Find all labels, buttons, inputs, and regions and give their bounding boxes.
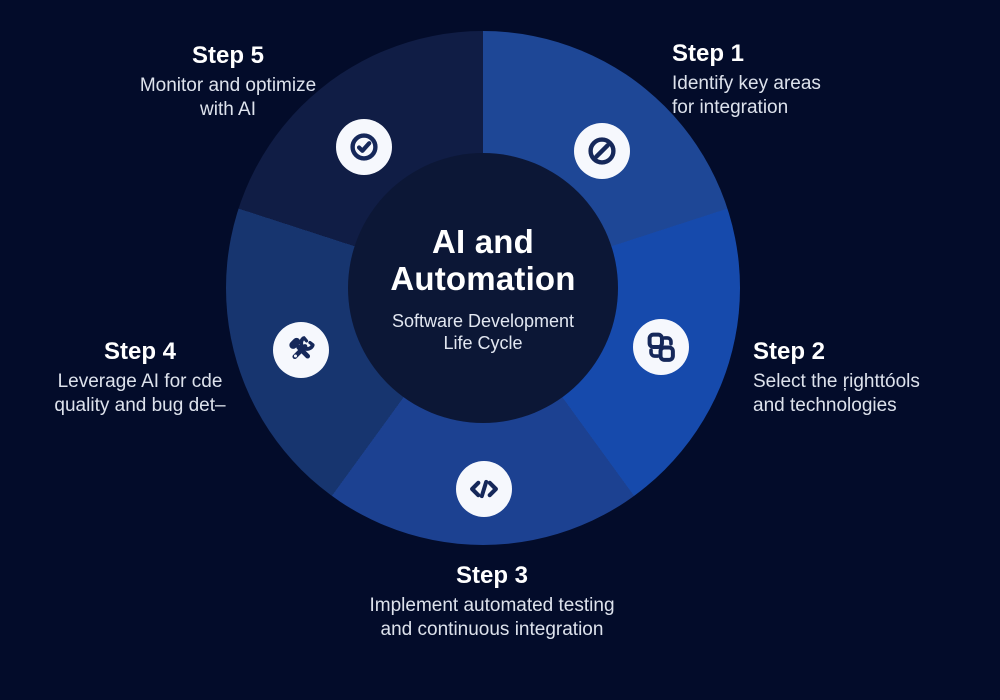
center-subtitle-line1: Software Development <box>391 310 575 331</box>
integration-blocks-icon <box>647 332 675 362</box>
step-2-heading: Step 2 <box>753 338 826 365</box>
step-3-heading: Step 3 <box>455 562 529 589</box>
step-3-description: Implement automated testing and continuo… <box>292 594 692 641</box>
step-5-desc-line2: with AI <box>200 98 256 120</box>
donut-center: AI and Automation Software Development L… <box>348 153 618 423</box>
step-4-description: Leverage AI for cde quality and bug det– <box>5 370 275 417</box>
step-1-icon-badge <box>574 123 630 179</box>
step-2-description: Select the ŗighttóols and technologies <box>753 370 920 417</box>
step-3-desc-line1: Implement automated testing <box>369 595 615 616</box>
step-1-desc-line1: Identify key areas <box>672 73 821 94</box>
center-title: AI and Automation <box>390 223 575 297</box>
step-2-text-block: Step 2 Select the ŗighttóols and technol… <box>753 338 920 417</box>
step-1-desc-line2: for integration <box>672 96 789 118</box>
center-subtitle-line2: Life Cycle <box>443 332 523 353</box>
step-4-text-block: Step 4 Leverage AI for cde quality and b… <box>5 338 275 417</box>
step-2-icon-badge <box>633 319 689 375</box>
edit-circle-icon <box>588 137 616 165</box>
step-3-text-block: Step 3 Implement automated testing and c… <box>292 562 692 641</box>
step-2-desc-line1: Select the ŗighttóols <box>753 371 920 392</box>
step-1-heading: Step 1 <box>672 40 745 67</box>
step-5-icon-badge <box>336 119 392 175</box>
step-4-desc-line1: Leverage AI for cde <box>57 371 223 392</box>
center-title-line2: Automation <box>390 259 576 297</box>
step-4-icon-badge <box>273 322 329 378</box>
center-subtitle: Software Development Life Cycle <box>392 310 574 354</box>
step-3-icon-badge <box>456 461 512 517</box>
step-1-text-block: Step 1 Identify key areas for integratio… <box>672 40 821 119</box>
step-5-text-block: Step 5 Monitor and optimize with AI <box>78 42 378 121</box>
step-4-heading: Step 4 <box>103 338 177 365</box>
step-3-desc-line2: and continuous integration <box>380 618 604 640</box>
step-5-description: Monitor and optimize with AI <box>78 74 378 121</box>
check-circle-icon <box>350 133 378 161</box>
center-title-line1: AI and <box>431 222 535 260</box>
step-5-desc-line1: Monitor and optimize <box>139 75 317 96</box>
code-icon <box>470 479 498 499</box>
step-2-desc-line2: and technologies <box>753 394 897 416</box>
step-1-description: Identify key areas for integration <box>672 72 821 119</box>
step-4-desc-line2: quality and bug det– <box>54 394 226 416</box>
tools-icon <box>289 336 315 360</box>
step-5-heading: Step 5 <box>191 42 265 69</box>
